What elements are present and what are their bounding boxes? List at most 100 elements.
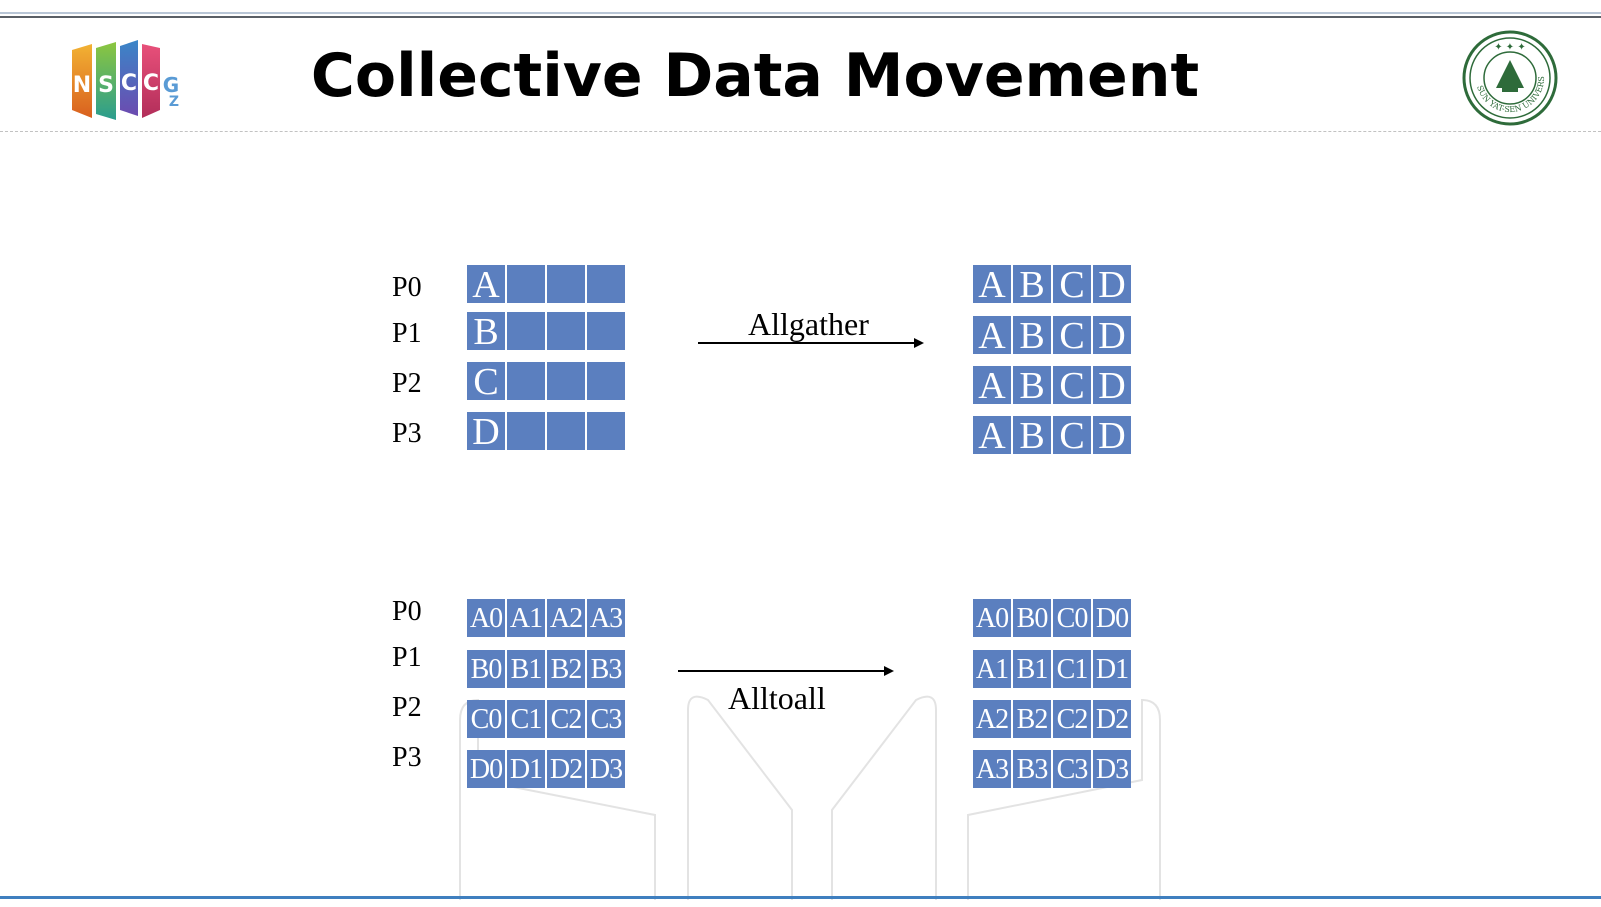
- buffer-cell: [507, 362, 547, 400]
- buffer-row: A: [467, 265, 625, 303]
- buffer-cell: C: [1053, 316, 1093, 354]
- buffer-cell: A: [973, 416, 1013, 454]
- buffer-row: C: [467, 362, 625, 400]
- buffer-cell: A0: [973, 599, 1013, 637]
- buffer-cell: C2: [1053, 700, 1093, 738]
- buffer-cell: A: [467, 265, 507, 303]
- buffer-cell: B2: [1013, 700, 1053, 738]
- buffer-row: D: [467, 412, 625, 450]
- buffer-cell: D: [1093, 265, 1131, 303]
- allgather-label: Allgather: [748, 306, 869, 342]
- process-label-p3: P3: [392, 418, 422, 449]
- buffer-cell: D2: [1093, 700, 1131, 738]
- process-label-p1: P1: [392, 642, 422, 673]
- svg-text:N: N: [73, 73, 91, 98]
- buffer-cell: [507, 412, 547, 450]
- buffer-cell: B3: [587, 650, 625, 688]
- process-label-p0: P0: [392, 596, 422, 627]
- buffer-cell: A: [973, 366, 1013, 404]
- process-label-p3: P3: [392, 742, 422, 773]
- header-rule-light: [0, 12, 1601, 14]
- buffer-cell: A3: [587, 599, 625, 637]
- buffer-cell: C0: [467, 700, 507, 738]
- buffer-cell: B: [1013, 366, 1053, 404]
- buffer-cell: D: [467, 412, 507, 450]
- arrow-right-icon: [698, 338, 924, 348]
- buffer-cell: A1: [507, 599, 547, 637]
- buffer-cell: A2: [547, 599, 587, 637]
- buffer-cell: C1: [1053, 650, 1093, 688]
- buffer-cell: B3: [1013, 750, 1053, 788]
- buffer-cell: A2: [973, 700, 1013, 738]
- process-label-p0: P0: [392, 272, 422, 303]
- sysu-seal-icon: SUN YAT-SEN UNIVERSITY ✦ ✦ ✦: [1462, 30, 1558, 126]
- buffer-row: B: [467, 312, 625, 350]
- footer-rule: [0, 896, 1601, 899]
- buffer-cell: C: [467, 362, 507, 400]
- nsccgz-logo-icon: N S C C G Z: [72, 40, 179, 120]
- buffer-cell: D0: [1093, 599, 1131, 637]
- buffer-cell: C2: [547, 700, 587, 738]
- buffer-cell: A: [973, 316, 1013, 354]
- buffer-cell: B0: [1013, 599, 1053, 637]
- buffer-cell: B: [1013, 316, 1053, 354]
- buffer-cell: [547, 265, 587, 303]
- header-rule-dark: [0, 16, 1601, 18]
- buffer-cell: D1: [1093, 650, 1131, 688]
- buffer-cell: [587, 412, 625, 450]
- buffer-cell: D: [1093, 316, 1131, 354]
- process-label-p2: P2: [392, 368, 422, 399]
- buffer-cell: D2: [547, 750, 587, 788]
- buffer-cell: A: [973, 265, 1013, 303]
- slide-title: Collective Data Movement: [310, 41, 1200, 111]
- svg-text:S: S: [98, 73, 114, 98]
- buffer-cell: B0: [467, 650, 507, 688]
- buffer-cell: B2: [547, 650, 587, 688]
- buffer-cell: [587, 312, 625, 350]
- buffer-cell: B: [1013, 265, 1053, 303]
- header-dashed-divider: [0, 131, 1601, 132]
- buffer-cell: D0: [467, 750, 507, 788]
- alltoall-label: Alltoall: [728, 680, 826, 716]
- buffer-cell: C1: [507, 700, 547, 738]
- buffer-cell: [587, 362, 625, 400]
- buffer-cell: A1: [973, 650, 1013, 688]
- buffer-cell: B1: [507, 650, 547, 688]
- svg-text:G: G: [163, 73, 179, 97]
- buffer-cell: B: [1013, 416, 1053, 454]
- buffer-cell: [547, 312, 587, 350]
- buffer-cell: C0: [1053, 599, 1093, 637]
- buffer-cell: D3: [1093, 750, 1131, 788]
- buffer-cell: A3: [973, 750, 1013, 788]
- buffer-cell: D: [1093, 416, 1131, 454]
- process-label-p1: P1: [392, 318, 422, 349]
- arrow-right-icon: [678, 666, 894, 676]
- buffer-cell: B1: [1013, 650, 1053, 688]
- svg-text:Z: Z: [169, 94, 179, 110]
- process-label-p2: P2: [392, 692, 422, 723]
- buffer-cell: C3: [1053, 750, 1093, 788]
- buffer-cell: B: [467, 312, 507, 350]
- svg-text:C: C: [121, 71, 137, 96]
- buffer-cell: C3: [587, 700, 625, 738]
- buffer-cell: C: [1053, 416, 1093, 454]
- buffer-cell: D3: [587, 750, 625, 788]
- buffer-cell: [547, 412, 587, 450]
- buffer-cell: [507, 265, 547, 303]
- buffer-cell: D1: [507, 750, 547, 788]
- buffer-cell: [507, 312, 547, 350]
- svg-text:✦ ✦ ✦: ✦ ✦ ✦: [1494, 42, 1526, 53]
